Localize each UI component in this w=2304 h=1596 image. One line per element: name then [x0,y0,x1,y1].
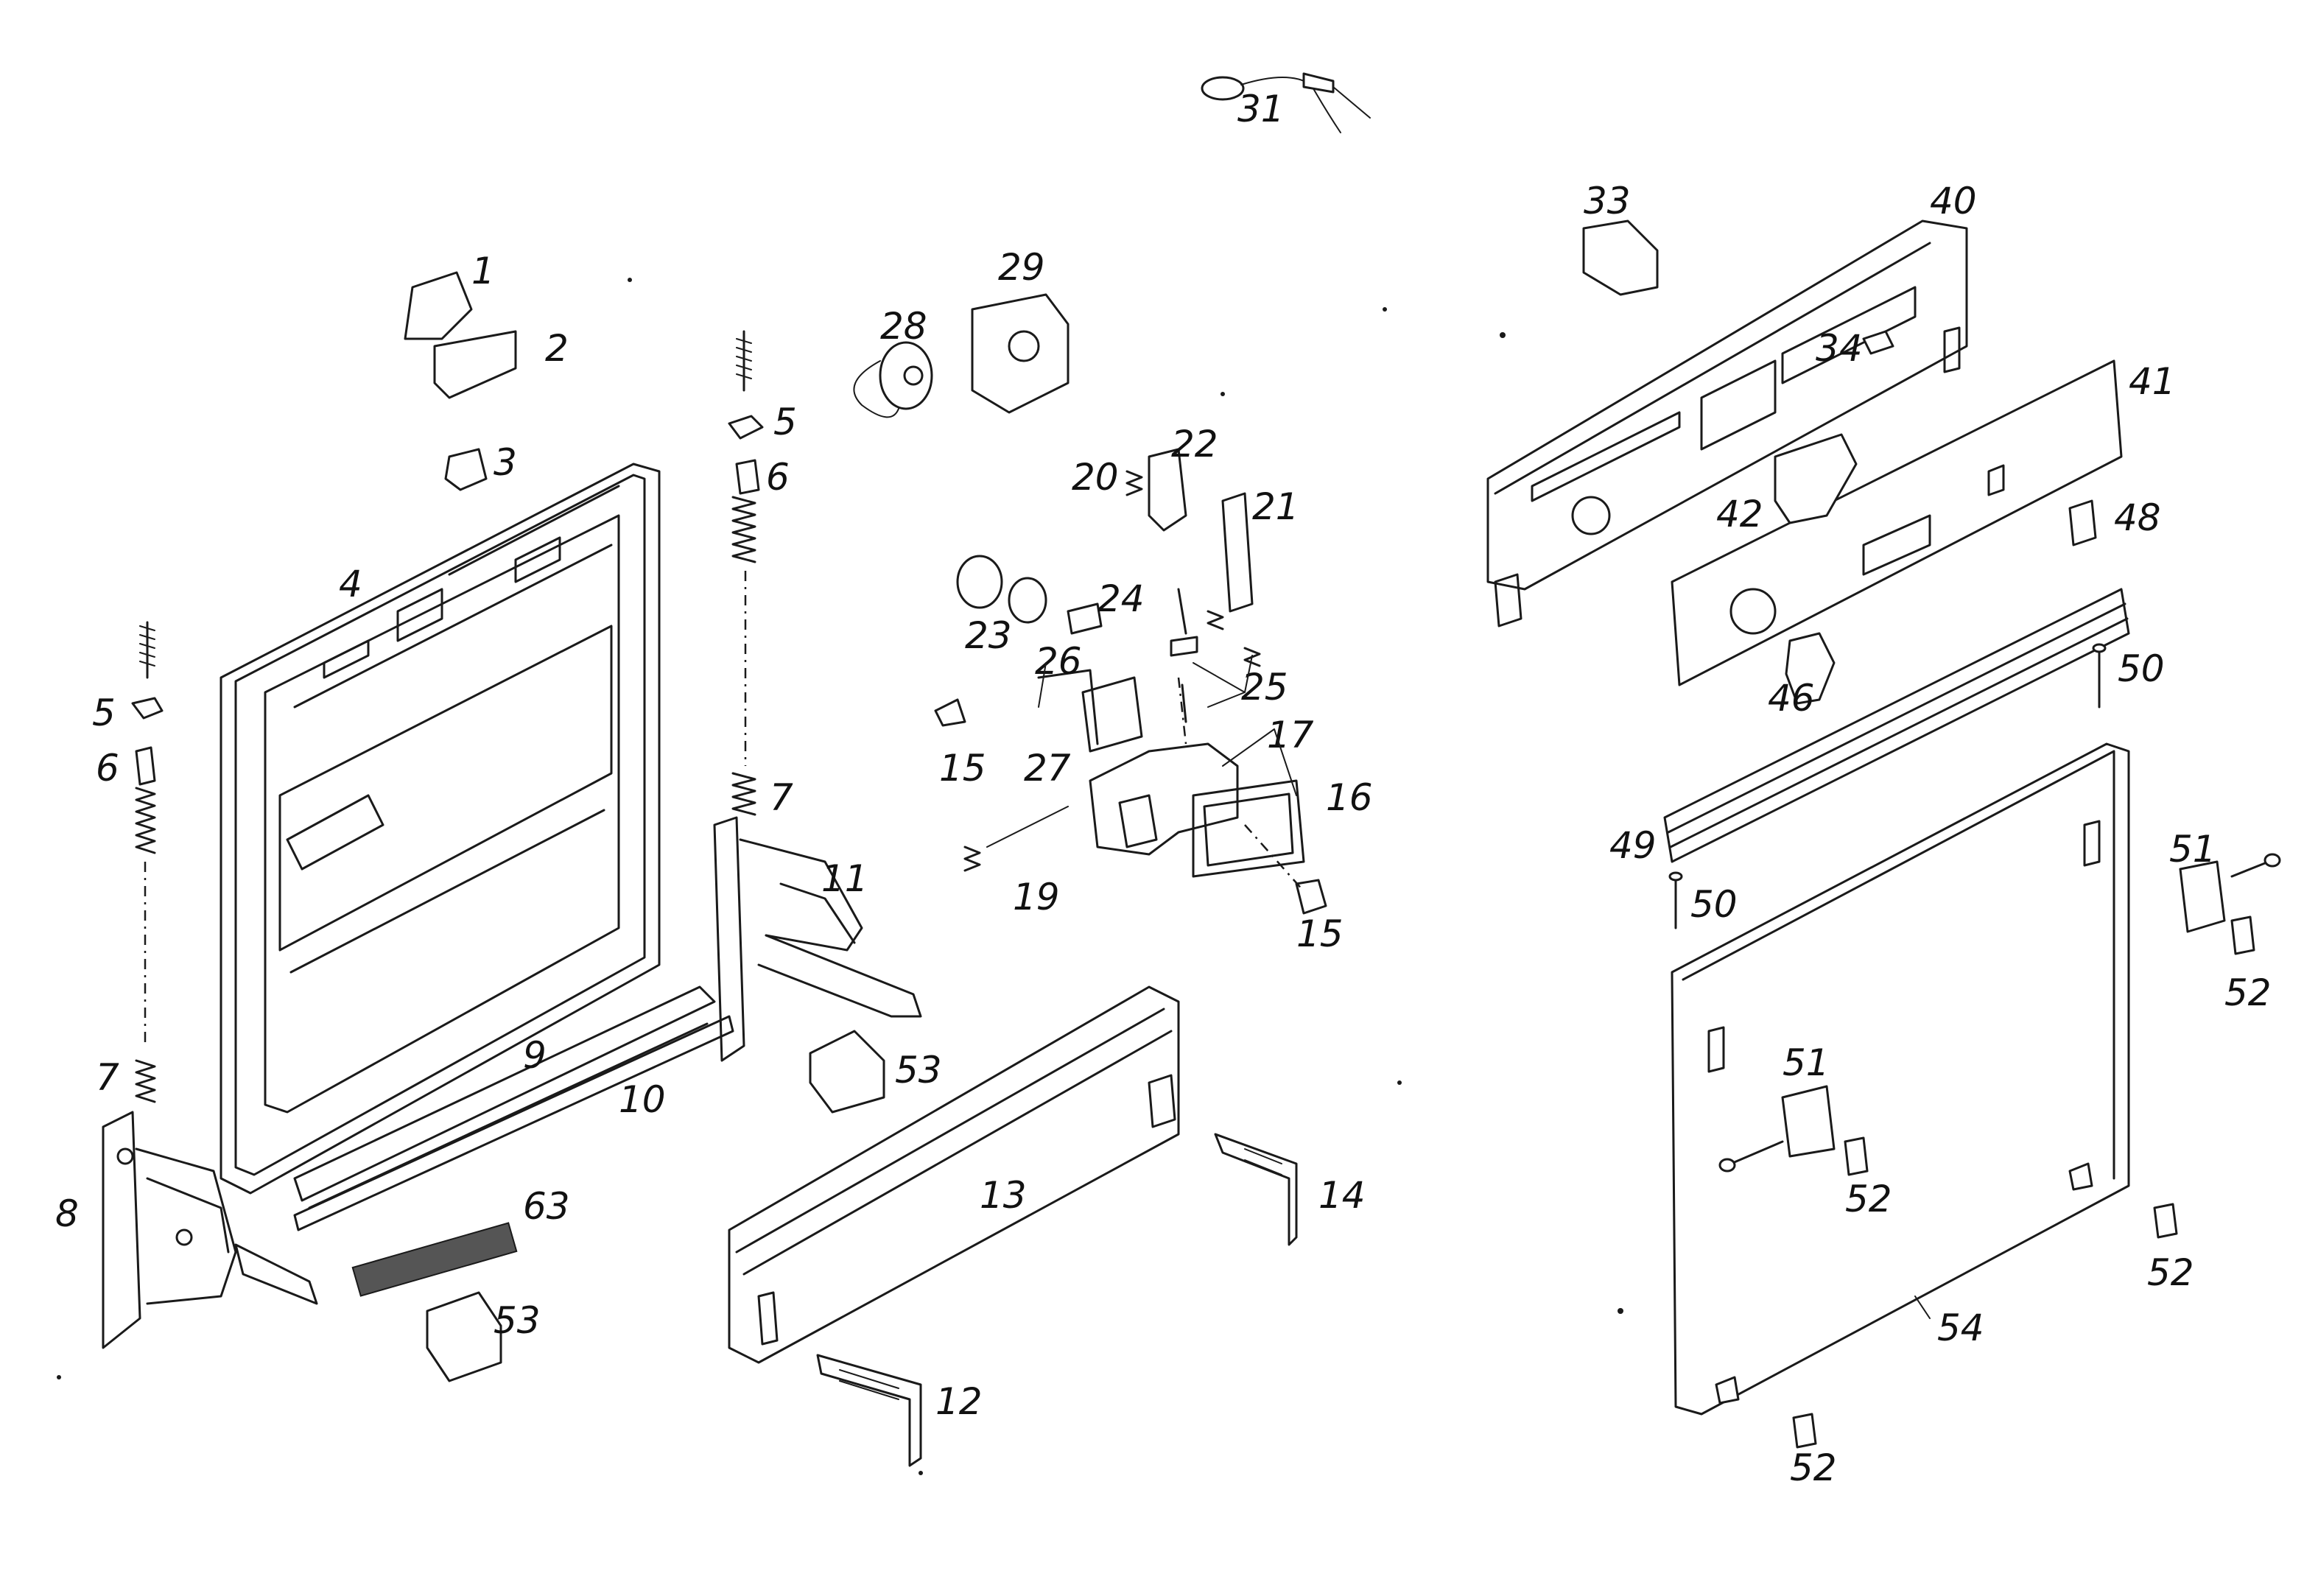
label-19: 19 [1013,876,1060,918]
center-spring-assembly [728,330,764,816]
label-15-lower: 15 [1296,913,1344,955]
label-51-right: 51 [2169,828,2216,871]
label-9: 9 [523,1034,547,1077]
label-22: 22 [1171,423,1218,465]
label-7-center: 7 [770,776,793,819]
label-21: 21 [1252,485,1299,528]
door-hinge-center [1718,1085,1869,1176]
button-block [1774,433,1858,524]
door-hinge-right [2179,853,2281,955]
label-41: 41 [2129,360,2176,403]
label-50-lower: 50 [1690,883,1738,926]
control-panel-housing [1486,219,1968,627]
label-31: 31 [1237,88,1285,130]
hinge-bracket [102,1111,318,1349]
control-panel-fascia [1671,359,2123,686]
strip-screws [1668,643,2107,929]
label-14: 14 [1318,1174,1366,1217]
timer-assembly [853,293,1070,418]
label-3: 3 [494,441,517,484]
label-53-upper: 53 [895,1049,942,1091]
label-5-center: 5 [773,401,797,443]
label-50-upper: 50 [2118,647,2165,690]
label-23: 23 [965,614,1012,657]
label-29: 29 [998,246,1045,289]
label-63: 63 [523,1185,570,1228]
kick-plate-bracket-left [816,1354,922,1467]
label-6-left: 6 [96,747,119,790]
label-27: 27 [1024,747,1071,790]
label-5-left: 5 [92,692,116,734]
label-51-center: 51 [1783,1041,1830,1084]
label-26: 26 [1035,640,1082,683]
sensor-cable [1201,72,1371,133]
label-13: 13 [980,1174,1027,1217]
label-11: 11 [821,857,868,900]
leader-lines [1038,655,1931,1319]
label-28: 28 [880,305,927,348]
label-7-left: 7 [96,1056,119,1099]
door-latch [404,271,517,491]
label-48: 48 [2114,496,2161,539]
foam-block-upper [809,1030,885,1114]
label-8: 8 [55,1192,79,1235]
label-54: 54 [1937,1307,1984,1349]
label-46: 46 [1768,677,1815,720]
part-labels: 1 2 3 4 5 5 6 6 7 7 8 9 10 11 12 13 14 1… [55,88,2272,1489]
label-12: 12 [935,1380,983,1423]
selector-knob [1785,632,1836,705]
clip-bottom [1792,1413,1817,1449]
label-33: 33 [1584,180,1631,222]
left-spring-assembly [131,621,164,1103]
label-52-center: 52 [1845,1178,1892,1220]
door-switch-assembly [934,448,1327,915]
label-52-bottom: 52 [1790,1446,1837,1489]
inner-door-panel [219,463,661,1195]
label-24: 24 [1097,577,1145,620]
label-17: 17 [1267,714,1314,756]
lower-trim-strips [293,985,734,1231]
label-42: 42 [1716,493,1763,535]
label-40: 40 [1930,180,1977,222]
label-4: 4 [339,563,362,605]
label-53-lower: 53 [494,1299,541,1342]
outer-door-panel [1671,742,2130,1416]
indicator-lens [2068,499,2097,546]
stray-dots [57,278,1623,1475]
panel-clip [1582,219,1659,296]
label-52-right: 52 [2224,971,2272,1014]
label-34: 34 [1816,327,1863,370]
seal-strip [351,1222,518,1297]
right-hinge [713,816,922,1062]
foam-block-lower [426,1291,502,1382]
label-15-upper: 15 [939,747,986,790]
label-20: 20 [1072,456,1119,499]
label-1: 1 [471,250,495,292]
clip-right [2153,1203,2178,1239]
kick-plate [728,985,1180,1364]
kick-plate-bracket-right [1214,1133,1298,1246]
label-49: 49 [1609,824,1657,867]
label-10: 10 [619,1078,666,1121]
door-top-strip [1663,588,2130,863]
label-52-lower-right: 52 [2147,1251,2194,1294]
label-16: 16 [1326,776,1373,819]
label-2: 2 [545,327,569,370]
label-6-center: 6 [766,456,790,499]
